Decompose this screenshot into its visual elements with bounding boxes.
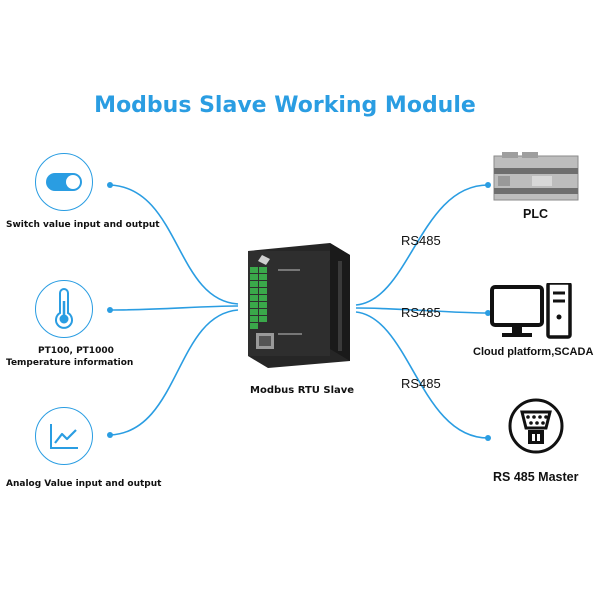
desktop-computer-icon bbox=[490, 283, 572, 339]
endpoint-dot bbox=[485, 435, 491, 441]
thermometer-icon bbox=[55, 288, 73, 329]
link-switch bbox=[109, 184, 239, 305]
link-master bbox=[355, 311, 489, 439]
link-analog bbox=[109, 309, 239, 436]
modbus-device-image bbox=[248, 243, 350, 368]
endpoint-dot bbox=[107, 307, 113, 313]
master-label: RS 485 Master bbox=[493, 470, 579, 484]
rs485-label-plc: RS485 bbox=[401, 233, 441, 248]
temperature-label-line2: Temperature information bbox=[6, 358, 134, 368]
rs485-label-master: RS485 bbox=[401, 376, 441, 391]
rs485-label-cloud: RS485 bbox=[401, 305, 441, 320]
temperature-label-line1: PT100, PT1000 bbox=[38, 346, 114, 356]
line-chart-icon bbox=[50, 424, 78, 449]
link-plc bbox=[355, 184, 489, 306]
plc-device-icon bbox=[493, 152, 579, 201]
plc-label: PLC bbox=[523, 207, 548, 221]
analog-label: Analog Value input and output bbox=[6, 479, 162, 489]
link-cloud bbox=[355, 307, 489, 314]
switch-icon-circle bbox=[35, 153, 93, 211]
diagram-title: Modbus Slave Working Module bbox=[94, 93, 476, 118]
switch-label: Switch value input and output bbox=[6, 220, 160, 230]
endpoint-dot bbox=[485, 182, 491, 188]
link-temperature bbox=[109, 305, 239, 311]
device-label: Modbus RTU Slave bbox=[250, 385, 355, 396]
cloud-label: Cloud platform,SCADA bbox=[473, 346, 594, 358]
endpoint-dot bbox=[107, 432, 113, 438]
db9-connector-icon bbox=[508, 398, 564, 454]
analog-icon-circle bbox=[35, 407, 93, 465]
endpoint-dot bbox=[107, 182, 113, 188]
toggle-switch-icon bbox=[46, 173, 82, 191]
temperature-icon-circle bbox=[35, 280, 93, 338]
endpoint-dot bbox=[485, 310, 491, 316]
